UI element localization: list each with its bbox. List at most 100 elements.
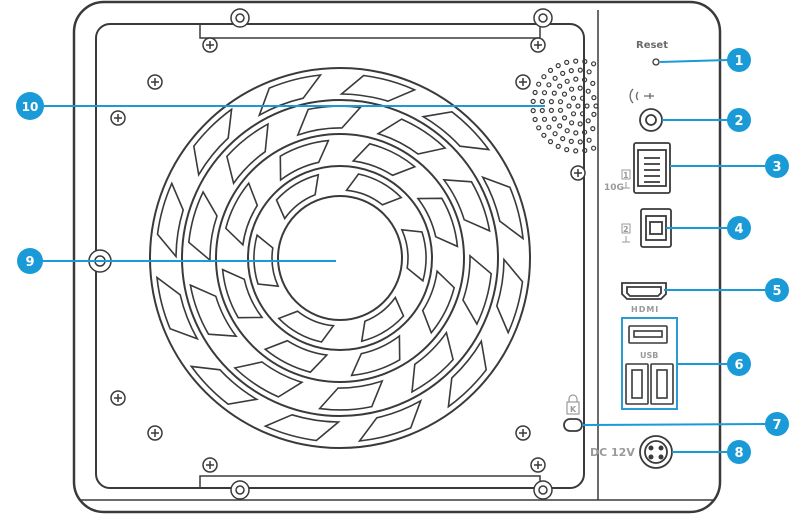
speaker-hole: [592, 96, 596, 100]
usb-port-left[interactable]: [626, 364, 648, 404]
callout-number-speaker: 10: [22, 100, 39, 114]
speaker-hole: [540, 100, 544, 104]
speaker-hole: [592, 62, 596, 66]
callout-number-reset: 1: [734, 54, 743, 69]
speaker-hole: [587, 70, 591, 74]
speaker-hole: [578, 140, 582, 144]
speaker-hole: [549, 108, 553, 112]
hdmi-port[interactable]: [622, 283, 666, 299]
dc-label: DC 12V: [590, 446, 635, 459]
fan-ring: [182, 100, 498, 416]
callout-number-fan: 9: [25, 255, 34, 270]
fan-plate: [96, 24, 584, 488]
speaker-hole: [565, 79, 569, 83]
lan-one-number: 1: [623, 171, 629, 180]
speaker-hole: [578, 86, 582, 90]
callout-number-lan-2: 4: [734, 222, 743, 237]
speaker-hole: [558, 124, 562, 128]
fan-slot: [190, 285, 236, 336]
speaker-hole: [585, 104, 589, 108]
speaker-hole: [576, 104, 580, 108]
speaker-hole: [531, 99, 535, 103]
speaker-hole: [559, 108, 563, 112]
speaker-hole: [531, 109, 535, 113]
speaker-hole: [581, 96, 585, 100]
speaker-hole: [586, 119, 590, 123]
callout-number-audio: 2: [734, 114, 743, 129]
speaker-hole: [540, 109, 544, 113]
speaker-hole: [542, 75, 546, 79]
speaker-hole: [549, 68, 553, 72]
speaker-hole: [586, 89, 590, 93]
speaker-hole: [570, 121, 574, 125]
speaker-hole: [553, 132, 557, 136]
screw-icon: [203, 38, 217, 52]
screw-group: [89, 9, 585, 499]
thumb-screw-icon: [231, 9, 249, 27]
speaker-hole: [533, 118, 537, 122]
speaker-hole: [591, 81, 595, 85]
chassis: [74, 2, 720, 512]
fan-slot: [226, 183, 257, 245]
lan-two-number: 2: [623, 225, 629, 234]
speaker-hole: [533, 91, 537, 95]
fan-slots: [157, 75, 523, 441]
screw-icon: [571, 166, 585, 180]
speaker-hole: [556, 64, 560, 68]
speaker-hole: [561, 71, 565, 75]
lan-10g-port[interactable]: [634, 143, 670, 193]
audio-out-icon: [630, 89, 654, 103]
speaker-hole: [574, 77, 578, 81]
speaker-hole: [592, 112, 596, 116]
callout-number-lock: 7: [772, 418, 781, 433]
callout-number-lan-10g: 3: [772, 160, 781, 175]
reset-button[interactable]: [653, 59, 659, 65]
callout-line-lock: [582, 424, 766, 425]
speaker-hole: [592, 146, 596, 150]
speaker-hole: [559, 100, 563, 104]
chassis-outer: [74, 2, 720, 512]
thumb-screw-icon: [231, 481, 249, 499]
speaker-hole: [565, 60, 569, 64]
fan-slot: [444, 180, 490, 231]
screw-icon: [111, 391, 125, 405]
fan-slot: [320, 381, 383, 410]
ten-g-label: 10G: [604, 183, 624, 193]
speaker-hole: [563, 92, 567, 96]
screw-icon: [148, 426, 162, 440]
fan-slot: [265, 341, 327, 373]
speaker-hole: [572, 96, 576, 100]
usb-label: USB: [640, 351, 658, 360]
screw-icon: [531, 458, 545, 472]
kensington-slot[interactable]: [564, 419, 582, 431]
speaker-hole: [563, 116, 567, 120]
speaker-hole: [556, 144, 560, 148]
plate-notch-bottom: [200, 476, 540, 488]
screw-icon: [111, 111, 125, 125]
speaker-hole: [569, 139, 573, 143]
speaker-hole: [567, 104, 571, 108]
speaker-hole: [543, 91, 547, 95]
speaker-hole: [549, 140, 553, 144]
dc-power-port[interactable]: [640, 436, 672, 468]
speaker-hole: [542, 133, 546, 137]
speaker-hole: [543, 117, 547, 121]
speaker-hole: [581, 112, 585, 116]
usb-port-right[interactable]: [651, 364, 673, 404]
usb-port-top[interactable]: [629, 326, 667, 343]
speaker-hole: [547, 125, 551, 129]
callout-number-hdmi: 5: [772, 284, 781, 299]
callout-number-power: 8: [734, 446, 743, 461]
fan-slot: [298, 106, 361, 135]
fan-slot: [423, 271, 455, 333]
audio-jack[interactable]: [640, 109, 662, 131]
hdmi-label: HDMI: [631, 305, 659, 314]
speaker-hole: [569, 69, 573, 73]
fan-slot: [279, 311, 334, 342]
fan-ring: [248, 166, 432, 350]
speaker-hole: [594, 104, 598, 108]
speaker-hole: [552, 91, 556, 95]
fan-ring: [278, 196, 402, 320]
speaker-hole: [549, 100, 553, 104]
